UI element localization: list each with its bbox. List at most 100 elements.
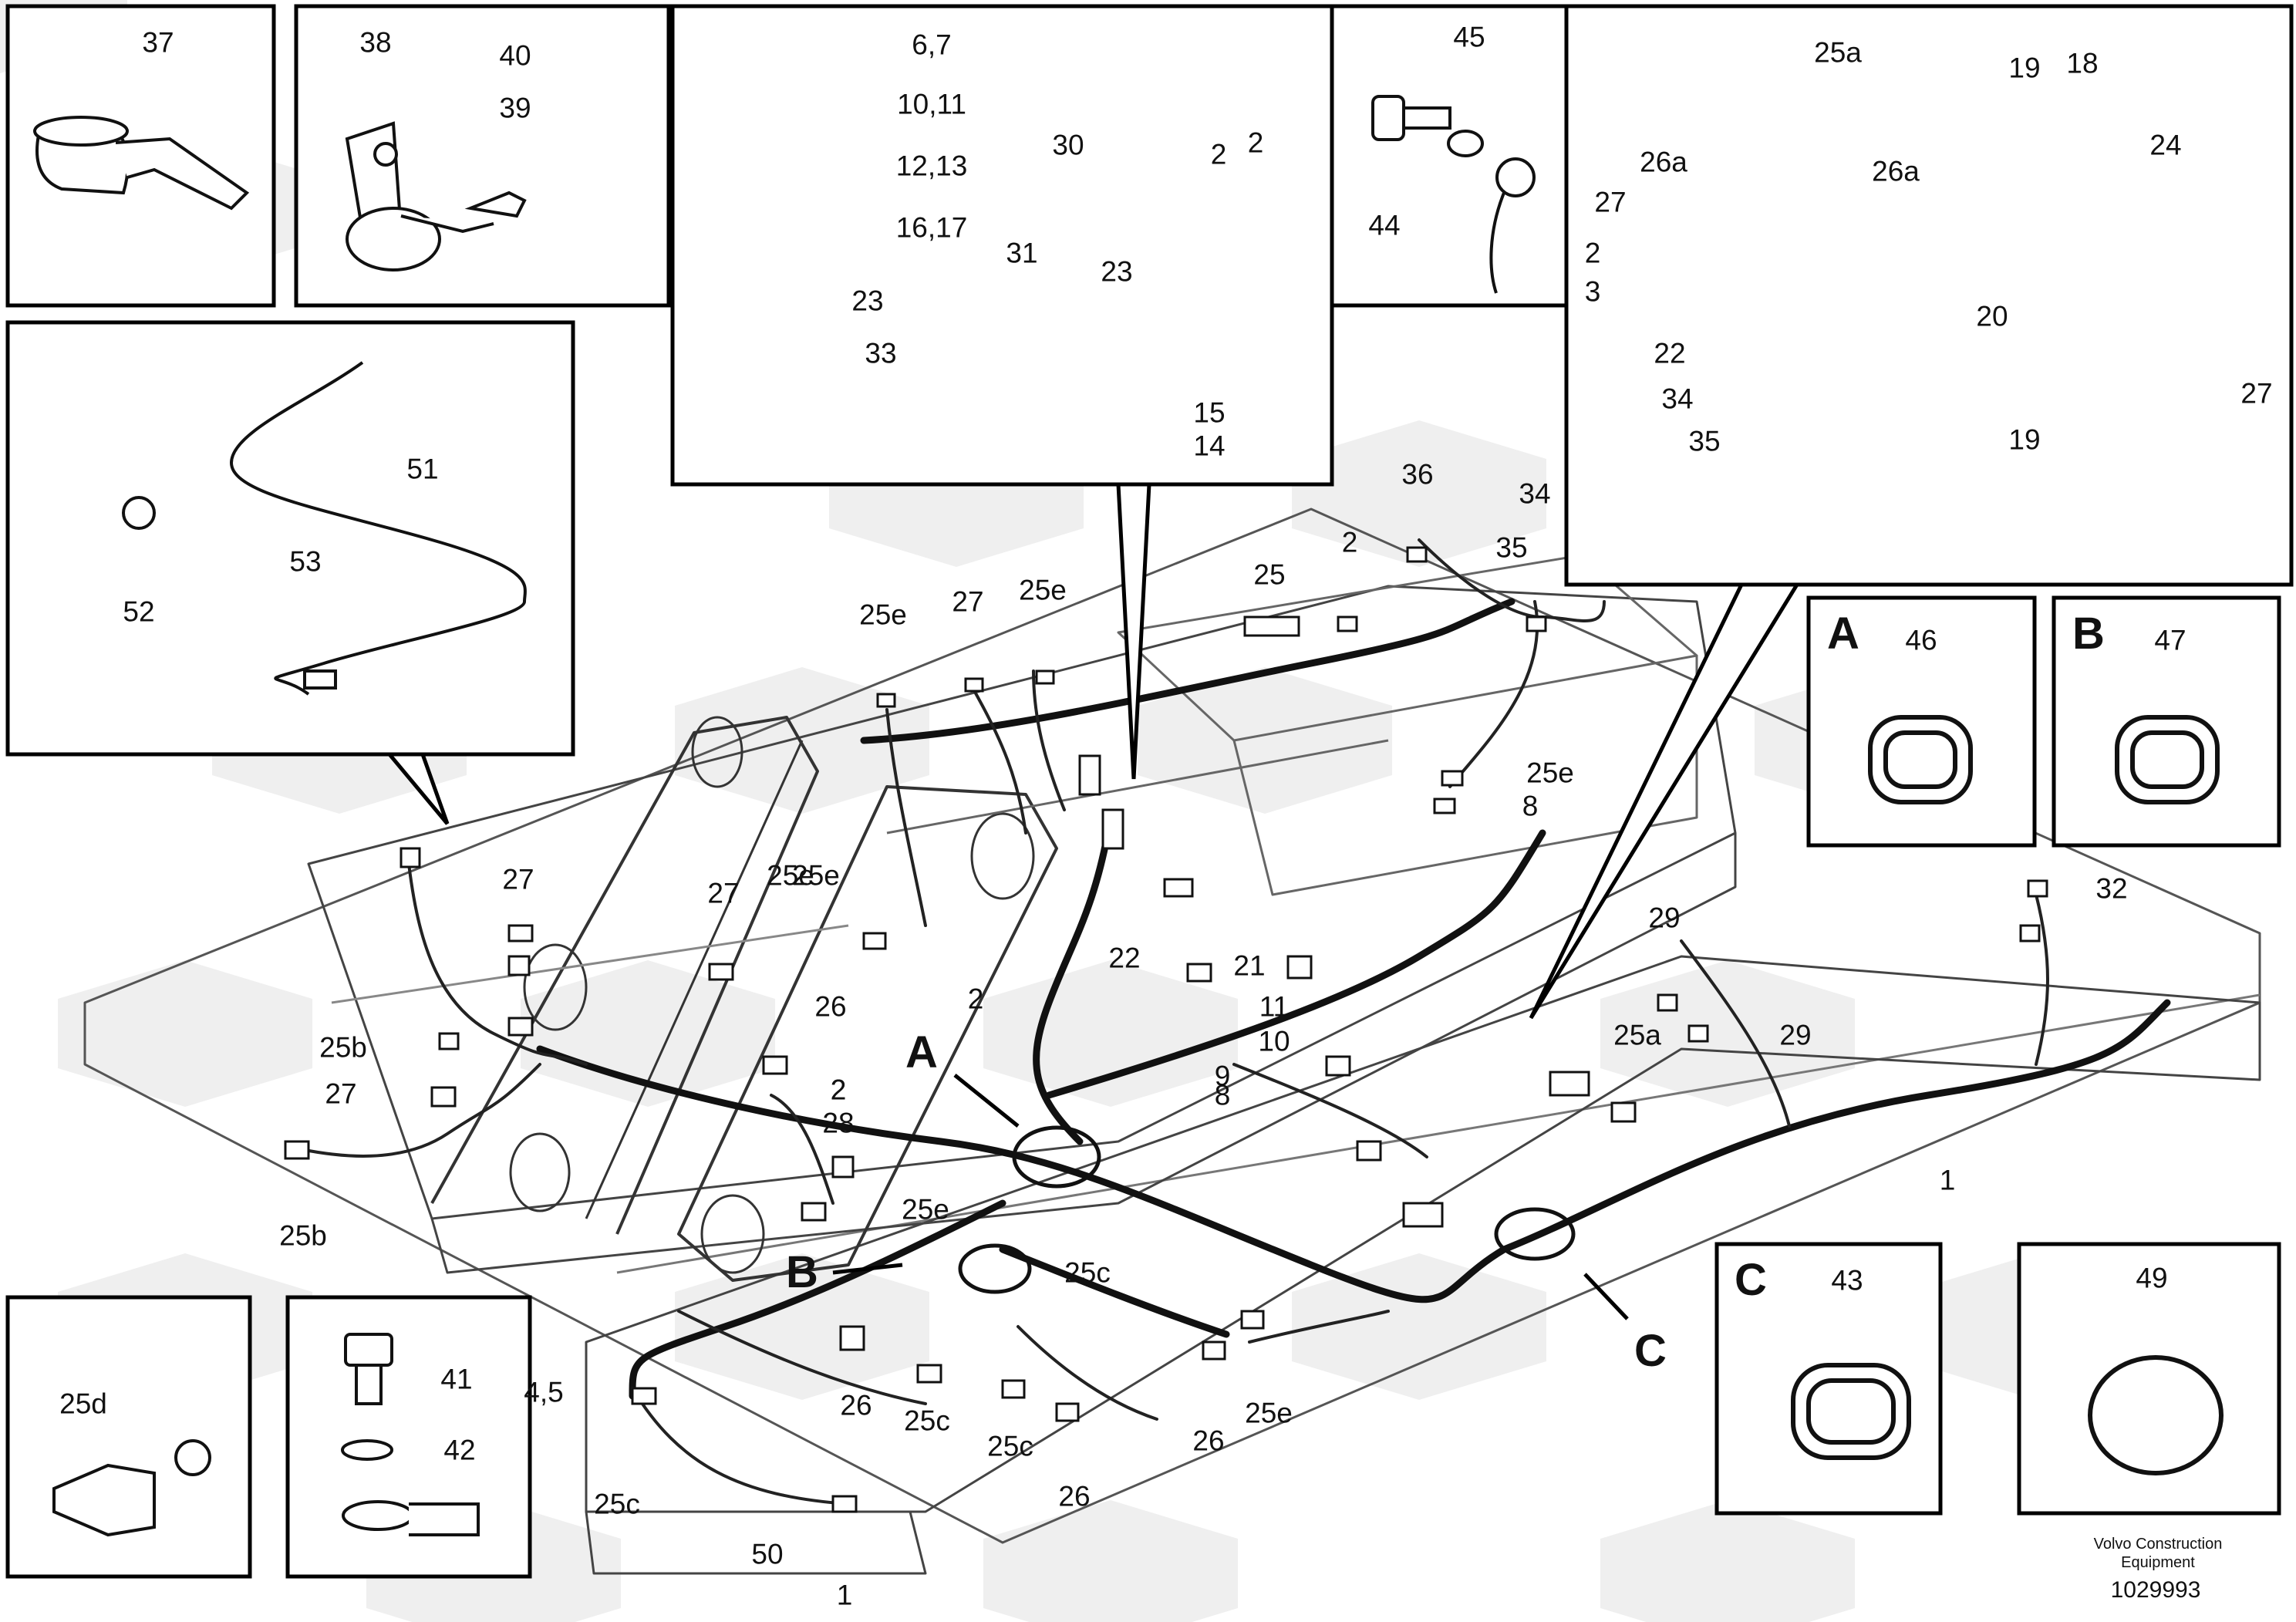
- part-label: 18: [2066, 47, 2099, 79]
- part-label: 8: [1522, 790, 1539, 822]
- part-label: 21: [1233, 949, 1266, 982]
- detail-38-bracket: [345, 121, 527, 271]
- part-label: 2: [1210, 138, 1227, 170]
- part-label: 25a: [1814, 36, 1862, 69]
- detail-mark-a: A: [905, 1027, 938, 1077]
- part-label: 2: [1584, 237, 1601, 269]
- part-label: 38: [359, 26, 392, 59]
- part-label: 27: [2240, 377, 2273, 410]
- part-label: 25c: [594, 1488, 640, 1520]
- part-label: 25b: [279, 1219, 327, 1252]
- detail-44-bolt: [1371, 95, 1536, 294]
- part-label: 11: [1259, 990, 1290, 1023]
- part-label: 22: [1654, 337, 1686, 369]
- part-label: 2: [967, 983, 984, 1015]
- part-label: 27: [707, 877, 740, 909]
- part-label: 26: [840, 1389, 872, 1421]
- connectors: [284, 546, 2048, 1513]
- part-label: 25: [1253, 558, 1286, 591]
- part-label: 25e: [1526, 757, 1574, 789]
- part-label: 32: [2095, 872, 2128, 905]
- part-label: 25c: [904, 1404, 950, 1437]
- part-label: 23: [1101, 255, 1133, 288]
- part-label: 2: [1247, 126, 1264, 159]
- part-label: 25c: [987, 1430, 1033, 1462]
- harness-branches: [299, 538, 2049, 1506]
- credit-text: Volvo Construction Equipment: [2094, 1535, 2223, 1572]
- detail-mark-c-box: C: [1735, 1255, 1767, 1305]
- part-label: 26a: [1872, 155, 1920, 187]
- part-label: 1: [836, 1579, 853, 1611]
- part-label: 10,11: [897, 88, 966, 120]
- document-number: 1029993: [2110, 1577, 2201, 1603]
- part-label: 25e: [902, 1193, 949, 1226]
- part-label: 43: [1831, 1264, 1863, 1297]
- part-label: 20: [1976, 300, 2008, 332]
- harness-cables: [536, 598, 2171, 1400]
- part-label: 3: [1584, 275, 1601, 308]
- part-label: 2: [830, 1074, 847, 1106]
- part-label: 16,17: [895, 211, 968, 244]
- part-label: 26: [1192, 1425, 1225, 1457]
- part-label: 51: [406, 453, 439, 485]
- part-label: 25e: [767, 859, 814, 892]
- credit-line-1: Volvo Construction: [2093, 1536, 2223, 1553]
- detail-37-clamp: [33, 116, 250, 211]
- part-label: 44: [1368, 209, 1401, 241]
- part-label: 49: [2136, 1262, 2168, 1294]
- part-label: 6,7: [912, 29, 952, 61]
- part-label: 26a: [1640, 146, 1687, 178]
- machine-frame: [83, 508, 2261, 1575]
- part-label: 9: [1214, 1060, 1231, 1092]
- part-label: 52: [123, 595, 155, 628]
- part-label: 27: [952, 585, 984, 618]
- part-label: 41: [440, 1363, 473, 1395]
- part-label: 2: [830, 1074, 847, 1106]
- part-label: 35: [1688, 425, 1721, 457]
- part-label: 25b: [319, 1031, 367, 1064]
- part-label: 25a: [1613, 1019, 1661, 1051]
- part-label: 29: [1779, 1019, 1812, 1051]
- part-label: 27: [502, 863, 534, 895]
- detail-mark-c: C: [1634, 1326, 1667, 1376]
- main-grommets: [958, 1125, 1576, 1294]
- part-label: 26: [1058, 1480, 1091, 1512]
- part-label: 19: [2008, 52, 2041, 84]
- part-label: 27: [325, 1077, 357, 1110]
- part-label: 39: [499, 92, 531, 124]
- part-label: 42: [443, 1434, 476, 1466]
- part-label: 53: [289, 545, 322, 578]
- part-label: 34: [1661, 383, 1694, 415]
- part-label: 25e: [792, 859, 840, 892]
- part-label: 33: [865, 337, 897, 369]
- part-label: 31: [1006, 237, 1038, 269]
- part-label: 35: [1495, 531, 1528, 564]
- part-label: 15: [1193, 396, 1226, 429]
- part-label: 10: [1258, 1025, 1290, 1057]
- part-label: 28: [822, 1107, 855, 1139]
- detail-41-clip: [52, 1439, 211, 1537]
- part-label: 34: [1519, 477, 1551, 510]
- detail-mark-b: B: [786, 1247, 818, 1297]
- part-label: 12,13: [895, 150, 968, 182]
- part-label: 27: [1594, 186, 1627, 218]
- part-label: 37: [142, 26, 174, 59]
- part-label: 2: [1341, 526, 1358, 558]
- part-label: 24: [2149, 129, 2182, 161]
- part-label: 29: [1648, 902, 1681, 934]
- part-label: 19: [2008, 423, 2041, 456]
- part-label: 47: [2154, 624, 2186, 656]
- part-label: 46: [1905, 624, 1937, 656]
- detail-42-bolt: [341, 1333, 480, 1536]
- detail-grommets: [1791, 715, 2224, 1475]
- part-label: 1: [1939, 1164, 1956, 1196]
- part-label: 23: [851, 285, 884, 317]
- detail-mark-b-box: B: [2072, 609, 2105, 659]
- credit-line-2: Equipment: [2121, 1554, 2195, 1571]
- part-label: 22: [1108, 942, 1141, 974]
- callout-pointers: [385, 482, 1801, 1320]
- part-label: 30: [1052, 129, 1084, 161]
- part-label: 26: [814, 990, 847, 1023]
- part-label: 25d: [59, 1388, 107, 1420]
